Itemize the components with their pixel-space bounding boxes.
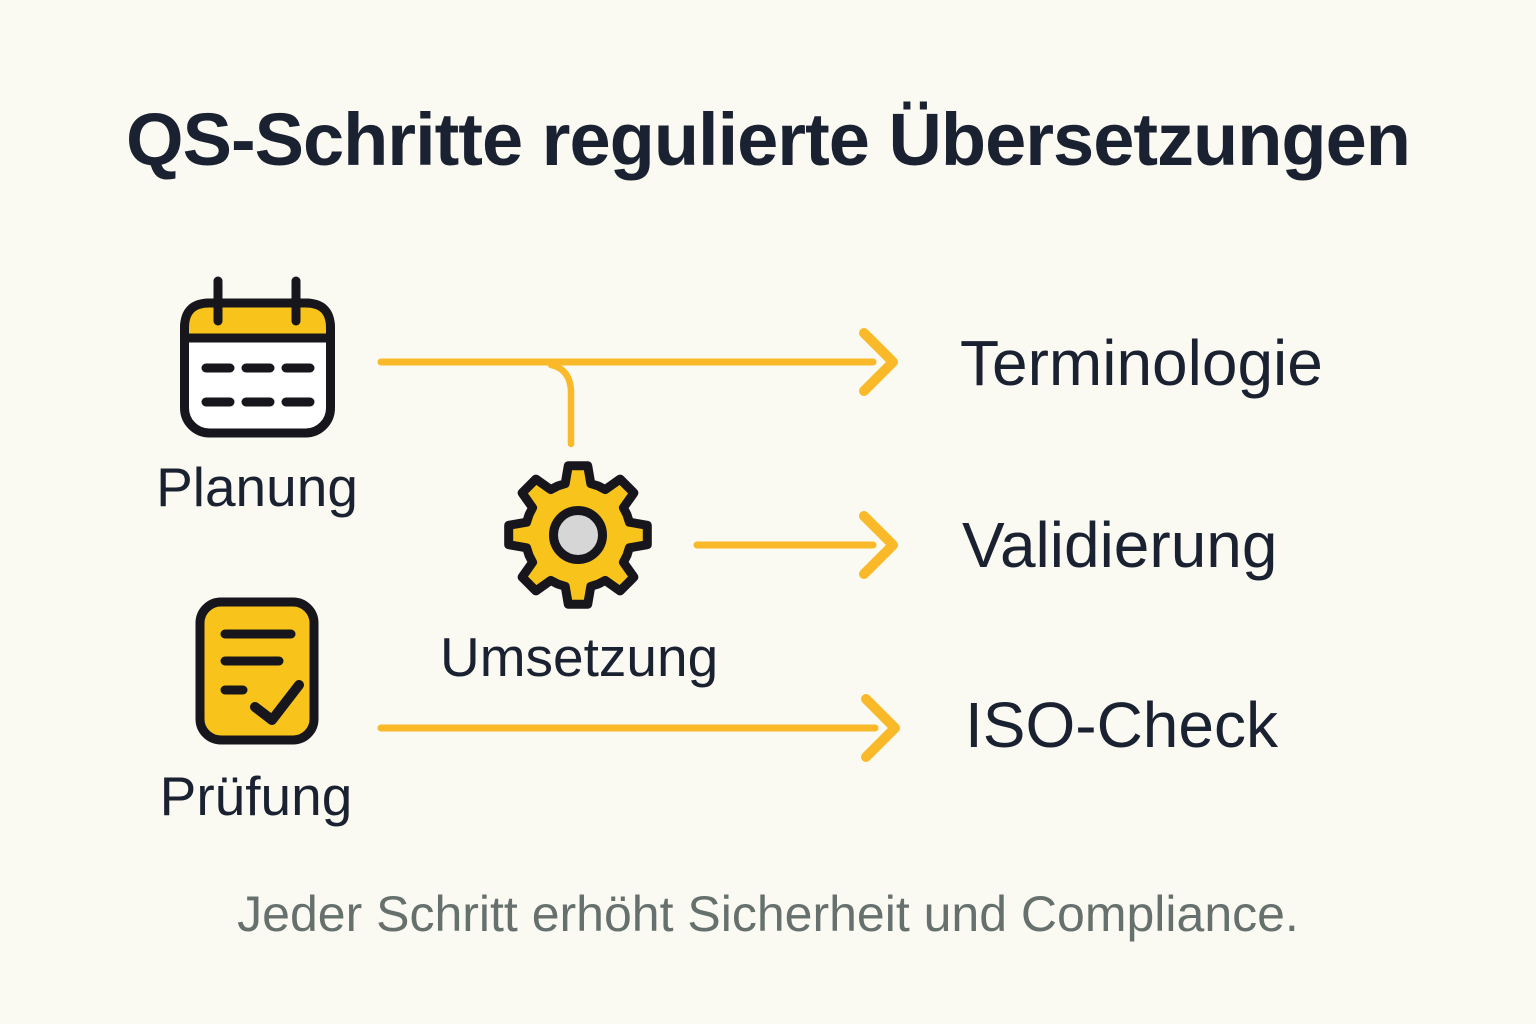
arrowhead-isocheck [861, 694, 900, 762]
caption-text: Jeder Schritt erhöht Sicherheit und Comp… [237, 886, 1299, 942]
arrowhead-terminologie [859, 328, 898, 396]
step-label-pruefung: Prüfung [159, 765, 353, 827]
output-label-iso-check: ISO-Check [965, 689, 1278, 761]
output-label-terminologie: Terminologie [960, 327, 1323, 399]
gear-icon [504, 461, 652, 609]
branch-connector-umsetzung [547, 361, 575, 448]
output-label-validierung: Validierung [962, 509, 1278, 581]
page-title: QS-Schritte regulierte Übersetzungen [126, 98, 1411, 181]
checklist-icon [195, 597, 319, 745]
step-label-planung: Planung [156, 456, 358, 518]
calendar-icon [180, 276, 335, 438]
arrowhead-validierung [859, 511, 898, 579]
step-label-umsetzung: Umsetzung [440, 626, 719, 688]
